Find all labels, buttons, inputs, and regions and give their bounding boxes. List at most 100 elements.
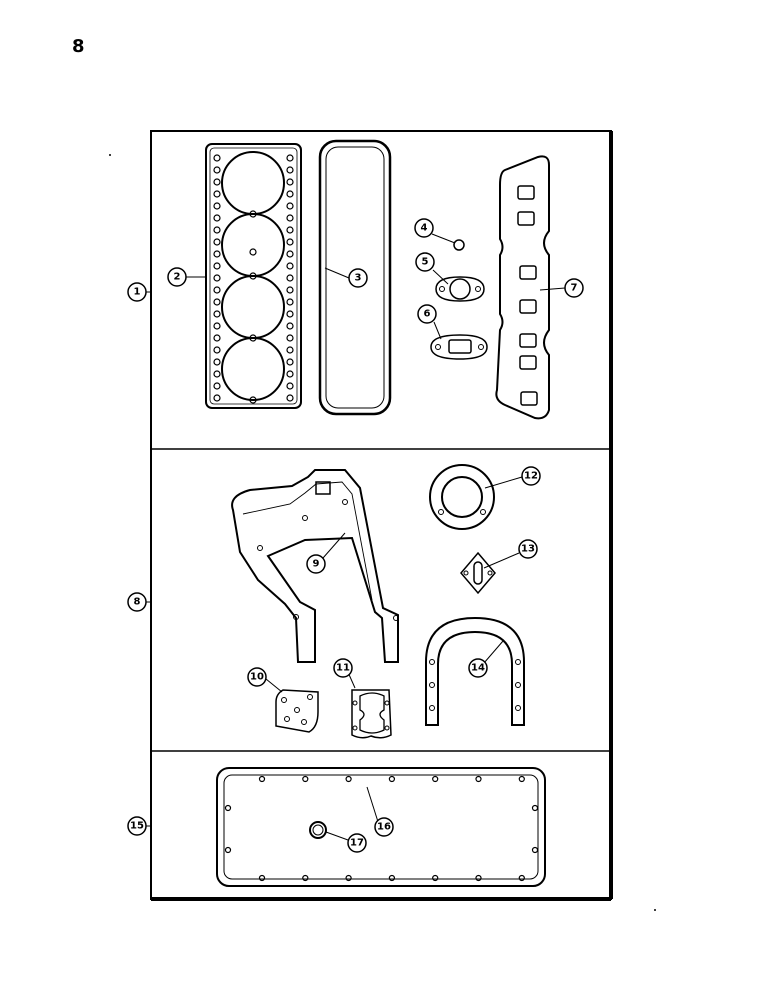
pan-bolt-hole <box>224 846 232 854</box>
head-bolt-hole <box>286 154 294 162</box>
head-bolt-hole <box>213 370 221 378</box>
print-speck <box>654 909 656 911</box>
pan-bolt-hole <box>432 775 439 783</box>
svg-text:5: 5 <box>422 257 429 268</box>
rear-seal-gasket <box>425 616 525 726</box>
head-bolt-hole <box>286 298 294 306</box>
callout-4: 4 <box>414 218 434 238</box>
manifold-port <box>519 265 537 280</box>
drain-plug-gasket <box>309 821 327 839</box>
diagram-frame <box>150 130 613 901</box>
page-number: 8 <box>72 36 85 57</box>
svg-text:16: 16 <box>377 822 391 833</box>
head-bolt-hole <box>213 346 221 354</box>
head-bolt-hole <box>213 298 221 306</box>
head-bolt-hole <box>286 214 294 222</box>
head-bolt-hole <box>286 394 294 402</box>
head-bolt-hole <box>213 154 221 162</box>
callout-5: 5 <box>415 252 435 272</box>
pan-bolt-hole <box>518 775 525 783</box>
thermostat-gasket <box>435 276 485 302</box>
head-bolt-hole <box>249 210 257 218</box>
head-bolt-hole <box>213 322 221 330</box>
svg-text:6: 6 <box>424 309 431 320</box>
callout-11: 11 <box>333 658 353 678</box>
head-bolt-hole <box>213 214 221 222</box>
head-bolt-hole <box>286 238 294 246</box>
callout-17: 17 <box>347 833 367 853</box>
head-bolt-hole <box>213 250 221 258</box>
callout-1: 1 <box>127 282 147 302</box>
head-bolt-hole <box>286 166 294 174</box>
head-bolt-hole <box>249 248 257 256</box>
pan-bolt-hole <box>388 775 395 783</box>
outlet-gasket <box>430 334 488 360</box>
valve-cover-gasket <box>318 139 392 416</box>
svg-text:1: 1 <box>134 287 141 298</box>
print-speck <box>109 154 111 156</box>
leader-lines <box>145 233 566 841</box>
head-bolt-hole <box>286 382 294 390</box>
head-bolt-hole <box>213 226 221 234</box>
pan-bolt-hole <box>345 874 352 882</box>
callout-12: 12 <box>521 466 541 486</box>
head-bolt-hole <box>213 274 221 282</box>
head-bolt-hole <box>286 310 294 318</box>
head-bolt-hole <box>286 334 294 342</box>
pan-bolt-hole <box>475 874 482 882</box>
pan-bolt-hole <box>475 775 482 783</box>
callout-9: 9 <box>306 554 326 574</box>
pan-bolt-hole <box>388 874 395 882</box>
head-bolt-hole <box>213 358 221 366</box>
head-bolt-hole <box>213 382 221 390</box>
head-bolt-hole <box>286 226 294 234</box>
svg-text:17: 17 <box>350 838 364 849</box>
pan-bolt-hole <box>258 775 266 783</box>
svg-text:12: 12 <box>524 471 538 482</box>
callout-10: 10 <box>247 667 267 687</box>
pan-bolt-hole <box>531 846 539 854</box>
pan-bolt-hole <box>224 804 232 812</box>
manifold-port <box>520 391 538 406</box>
head-bolt-hole <box>213 190 221 198</box>
water-pump-gasket <box>351 689 392 739</box>
manifold-port <box>519 355 537 370</box>
manifold-port <box>517 211 535 226</box>
head-bolt-hole <box>286 274 294 282</box>
small-ring-gasket <box>453 239 465 251</box>
callout-13: 13 <box>518 539 538 559</box>
head-bolt-hole <box>213 238 221 246</box>
head-bolt-hole <box>213 286 221 294</box>
head-bolt-hole <box>286 346 294 354</box>
head-bolt-hole <box>286 322 294 330</box>
oil-pan-gasket <box>216 767 546 887</box>
svg-text:4: 4 <box>421 223 428 234</box>
pan-bolt-hole <box>518 874 525 882</box>
pan-bolt-hole <box>345 775 352 783</box>
seal-ring-gasket <box>429 464 495 530</box>
manifold-port <box>519 299 537 314</box>
callout-3: 3 <box>348 268 368 288</box>
head-bolt-hole <box>213 202 221 210</box>
svg-text:2: 2 <box>174 272 181 283</box>
head-bolt-hole <box>286 358 294 366</box>
callout-6: 6 <box>417 304 437 324</box>
head-bolt-hole <box>213 334 221 342</box>
svg-text:8: 8 <box>134 597 141 608</box>
manifold-port <box>517 185 535 200</box>
timing-cover-plate-gasket <box>231 469 399 663</box>
svg-text:14: 14 <box>471 663 485 674</box>
svg-text:15: 15 <box>130 821 144 832</box>
svg-text:11: 11 <box>336 663 350 674</box>
manifold-gasket <box>495 155 550 420</box>
head-bolt-hole <box>213 178 221 186</box>
svg-text:10: 10 <box>250 672 264 683</box>
manifold-port <box>519 333 537 348</box>
pan-bolt-hole <box>258 874 266 882</box>
svg-text:3: 3 <box>355 273 362 284</box>
callout-8: 8 <box>127 592 147 612</box>
head-bolt-hole <box>213 394 221 402</box>
head-bolt-hole <box>213 262 221 270</box>
head-bolt-hole <box>249 396 257 404</box>
